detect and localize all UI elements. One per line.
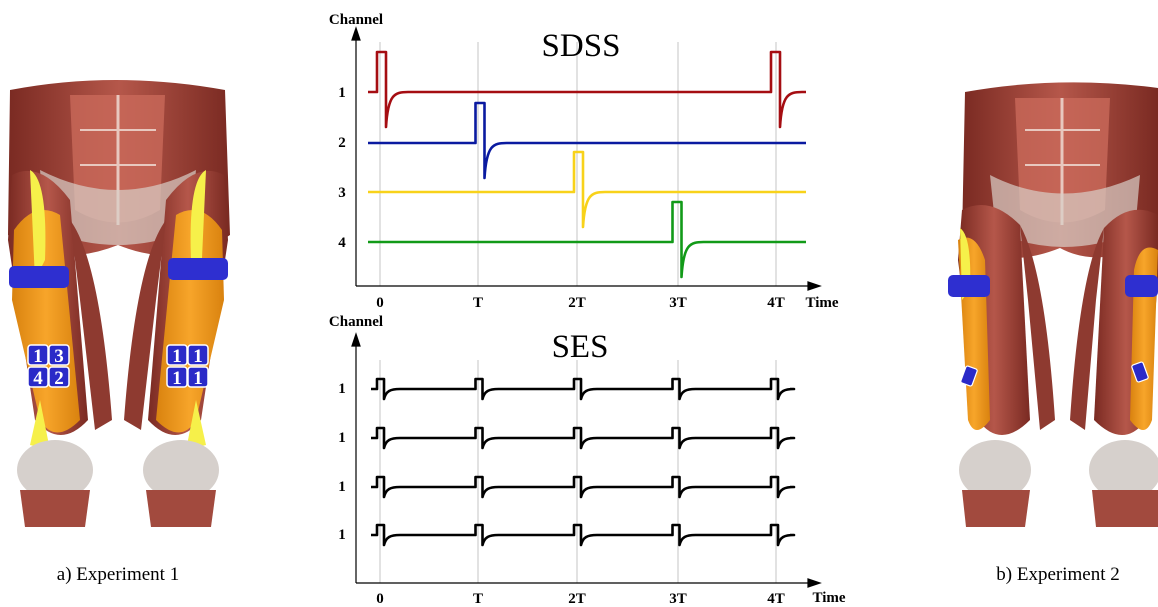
pad-label: 2 — [54, 368, 64, 389]
x-tick-label: 4T — [767, 591, 785, 607]
y-tick-label: 2 — [338, 135, 346, 151]
x-tick-label: T — [473, 591, 483, 607]
pad-label: 4 — [33, 368, 43, 389]
chart-title: SDSS — [542, 28, 621, 64]
electrode-strap — [168, 258, 228, 280]
x-tick-label: 2T — [568, 295, 586, 311]
x-tick-label: 4T — [767, 295, 785, 311]
x-axis-arrow — [807, 578, 822, 588]
y-axis-label: Channel — [329, 314, 383, 330]
channel-1-trace — [371, 377, 796, 401]
leg-illustration-right — [948, 82, 1158, 527]
pad-label: 1 — [33, 346, 43, 367]
y-tick-label: 4 — [338, 235, 346, 251]
x-axis-label: Time — [812, 590, 845, 606]
channel-3-trace — [368, 150, 806, 229]
channel-4-trace — [368, 200, 806, 279]
chart-title: SES — [552, 329, 609, 365]
channel-2-trace — [368, 101, 806, 180]
channel-1-trace — [371, 426, 796, 450]
y-tick-label: 3 — [338, 185, 346, 201]
x-tick-label: 3T — [669, 591, 687, 607]
y-axis-arrow — [351, 332, 361, 347]
x-tick-labels: 0 T 2T 3T 4T — [376, 591, 785, 607]
channel-1-trace — [371, 475, 796, 499]
grid-lines — [379, 360, 777, 583]
x-axis-arrow — [807, 281, 822, 291]
signal-traces — [371, 377, 796, 547]
y-tick-labels: 1 2 3 4 — [338, 85, 346, 251]
axes — [351, 26, 822, 291]
y-tick-label: 1 — [338, 85, 346, 101]
x-axis-label: Time — [805, 295, 838, 311]
caption-experiment-1: a) Experiment 1 — [57, 564, 179, 585]
chart-ses: SES Channel Time 0 T 2T 3T 4T 1 1 1 1 — [329, 314, 846, 607]
grid-lines — [379, 42, 777, 286]
electrode-strap — [1125, 275, 1158, 297]
electrode-strap — [948, 275, 990, 297]
x-tick-label: 0 — [376, 295, 384, 311]
electrode-strap — [9, 266, 69, 288]
y-tick-labels: 1 1 1 1 — [338, 381, 346, 543]
electrode-array — [960, 365, 978, 387]
electrode-array — [1131, 361, 1149, 383]
channel-1-trace — [371, 523, 796, 547]
signal-traces — [368, 50, 806, 279]
pad-label: 3 — [54, 346, 64, 367]
electrode-array: 1 3 4 2 — [27, 344, 70, 389]
x-tick-labels: 0 T 2T 3T 4T — [376, 295, 785, 311]
channel-1-trace — [368, 50, 806, 129]
y-tick-label: 1 — [338, 527, 346, 543]
y-tick-label: 1 — [338, 430, 346, 446]
leg-illustration-left: 1 3 4 2 1 1 1 1 — [8, 80, 230, 527]
pad-label: 1 — [172, 368, 182, 389]
y-axis-arrow — [351, 26, 361, 41]
electrode-array: 1 1 1 1 — [166, 344, 209, 389]
axes — [351, 332, 822, 588]
x-tick-label: 0 — [376, 591, 384, 607]
x-tick-label: 2T — [568, 591, 586, 607]
pad-label: 1 — [193, 346, 203, 367]
y-tick-label: 1 — [338, 381, 346, 397]
pad-label: 1 — [193, 368, 203, 389]
y-axis-label: Channel — [329, 12, 383, 28]
y-tick-label: 1 — [338, 479, 346, 495]
x-tick-label: T — [473, 295, 483, 311]
pad-label: 1 — [172, 346, 182, 367]
caption-experiment-2: b) Experiment 2 — [996, 564, 1119, 585]
x-tick-label: 3T — [669, 295, 687, 311]
chart-sdss: SDSS Channel Time 0 T 2T 3T 4T 1 2 3 4 — [329, 12, 839, 311]
